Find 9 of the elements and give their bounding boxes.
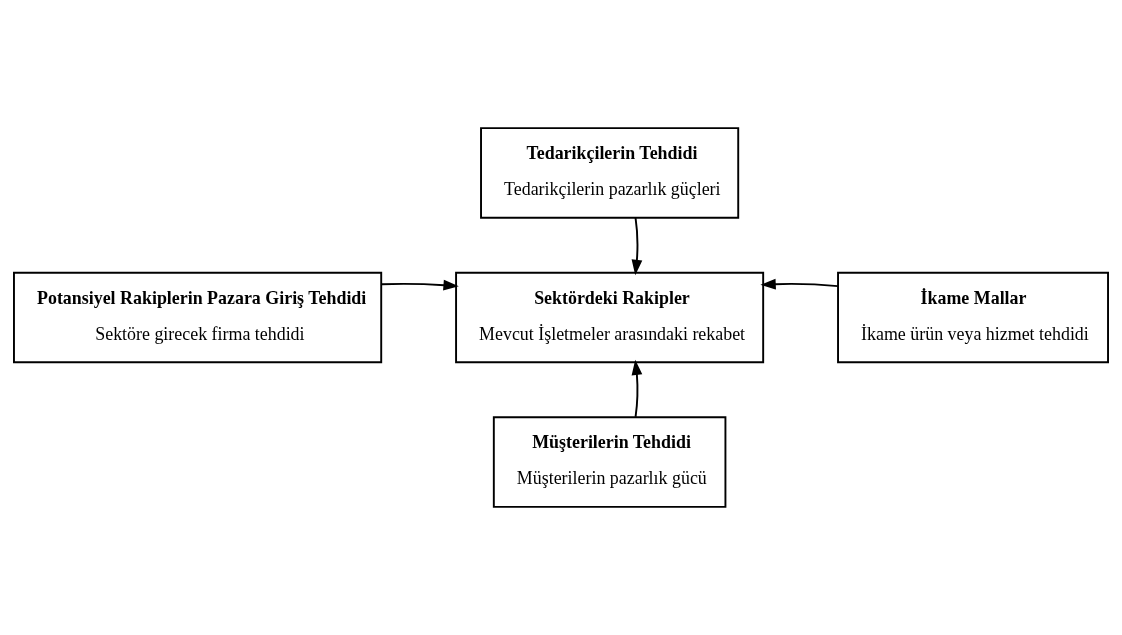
arrow xyxy=(380,279,459,291)
node-box: Sektördeki Rakipler Mevcut İşletmeler arasındaki rekabet xyxy=(455,271,765,364)
arrow xyxy=(631,217,643,276)
node-box: İkame Mallar İkame ürün veya hizmet tehdidi xyxy=(837,271,1109,364)
node-box: Potansiyel Rakiplerin Pazara Giriş Tehdidi Sektöre girecek firma tehdidi xyxy=(13,271,383,364)
node-box: Müşterilerin Tehdidi Müşterilerin pazarlık gücü xyxy=(492,416,727,508)
node-box: Tedarikçilerin Tehdidi Tedarikçilerin pazarlık güçleri xyxy=(480,127,740,219)
arrow xyxy=(760,278,839,290)
arrow xyxy=(631,359,643,418)
